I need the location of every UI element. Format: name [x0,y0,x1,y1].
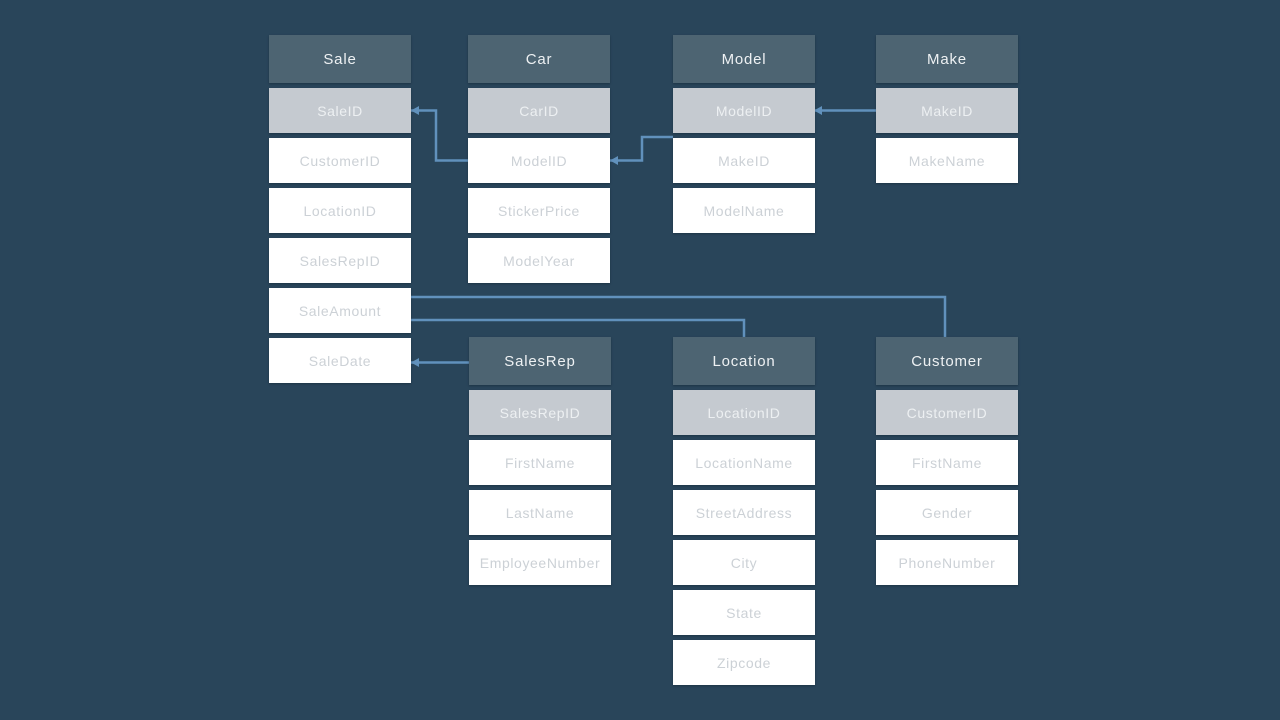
table-car-title: Car [468,35,610,83]
field-location-zipcode: Zipcode [673,640,815,685]
field-sale-saledate: SaleDate [269,338,411,383]
field-customer-phonenumber: PhoneNumber [876,540,1018,585]
field-salesrep-salesrepid: SalesRepID [469,390,611,435]
field-car-modelid: ModelID [468,138,610,183]
field-sale-saleamount: SaleAmount [269,288,411,333]
arrowhead-icon-car-modelid-to-sale-saleid [411,106,419,115]
field-make-makeid: MakeID [876,88,1018,133]
field-salesrep-employeenumber: EmployeeNumber [469,540,611,585]
field-customer-gender: Gender [876,490,1018,535]
field-location-city: City [673,540,815,585]
field-sale-locationid: LocationID [269,188,411,233]
arrowhead-icon-salesrep-to-sale-saledate [411,358,419,367]
field-location-state: State [673,590,815,635]
field-sale-salesrepid: SalesRepID [269,238,411,283]
field-location-locationname: LocationName [673,440,815,485]
table-make-title: Make [876,35,1018,83]
field-sale-saleid: SaleID [269,88,411,133]
connector-sale-to-location [411,318,746,338]
field-model-makeid: MakeID [673,138,815,183]
field-model-modelname: ModelName [673,188,815,233]
field-make-makename: MakeName [876,138,1018,183]
table-sale-title: Sale [269,35,411,83]
field-location-streetaddress: StreetAddress [673,490,815,535]
arrowhead-icon-make-makeid-to-model-modelid [814,106,822,115]
field-location-locationid: LocationID [673,390,815,435]
field-model-modelid: ModelID [673,88,815,133]
field-salesrep-firstname: FirstName [469,440,611,485]
connector-car-modelid-to-sale-saleid [411,109,468,162]
field-car-carid: CarID [468,88,610,133]
field-customer-customerid: CustomerID [876,390,1018,435]
connector-sale-to-customer [411,295,947,338]
field-sale-customerid: CustomerID [269,138,411,183]
table-customer-title: Customer [876,337,1018,385]
field-car-stickerprice: StickerPrice [468,188,610,233]
arrowhead-icon-model-to-car-modelid [610,156,618,165]
field-customer-firstname: FirstName [876,440,1018,485]
table-model-title: Model [673,35,815,83]
field-salesrep-lastname: LastName [469,490,611,535]
connector-model-to-car-modelid [610,135,673,162]
table-location-title: Location [673,337,815,385]
field-car-modelyear: ModelYear [468,238,610,283]
table-salesrep-title: SalesRep [469,337,611,385]
